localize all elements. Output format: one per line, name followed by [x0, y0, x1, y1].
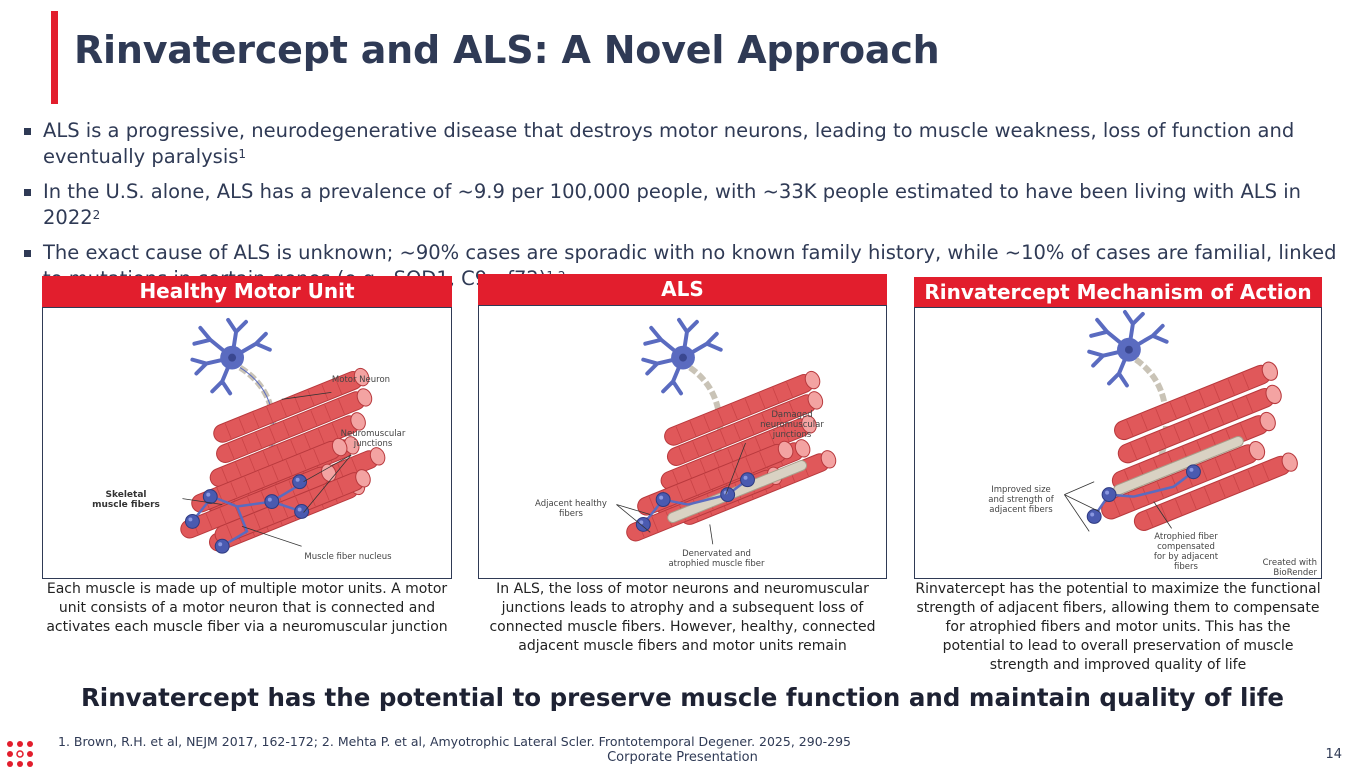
motor-neuron-label: Motor Neuron [331, 375, 391, 385]
bullet-text: In the U.S. alone, ALS has a prevalence … [43, 180, 1301, 229]
healthy-caption: Each muscle is made up of multiple motor… [46, 581, 448, 635]
als-illustration-svg [616, 317, 839, 545]
moa-caption: Rinvatercept has the potential to maximi… [915, 581, 1321, 673]
damaged-nmj-label: Damaged neuromuscular junctions [760, 410, 824, 440]
bullet-superscript: 1 [238, 147, 247, 161]
bullet-text: ALS is a progressive, neurodegenerative … [43, 119, 1295, 168]
muscle-fiber-nucleus-label: Muscle fiber nucleus [304, 552, 392, 562]
bullet-square-icon [24, 189, 31, 196]
footer-label: Corporate Presentation [607, 750, 758, 765]
page-title: Rinvatercept and ALS: A Novel Approach [74, 28, 940, 72]
adjacent-healthy-fibers-label: Adjacent healthy fibers [535, 499, 607, 519]
bullet-superscript: 2 [92, 208, 101, 222]
company-logo-icon [7, 741, 33, 767]
healthy-motor-unit-illustration: Motor Neuron Neuromuscular junctions Ske… [42, 307, 452, 579]
healthy-panel-header: Healthy Motor Unit [42, 276, 452, 307]
improved-fibers-label: Improved size and strength of adjacent f… [988, 485, 1054, 515]
bullet-item: In the U.S. alone, ALS has a prevalence … [22, 179, 1342, 231]
denervated-fiber-label: Denervated and atrophied muscle fiber [668, 549, 765, 569]
moa-panel-header: Rinvatercept Mechanism of Action [914, 277, 1322, 308]
moa-illustration-svg [1064, 309, 1301, 534]
title-accent-bar [51, 11, 58, 104]
conclusion-statement: Rinvatercept has the potential to preser… [80, 683, 1285, 712]
bullet-square-icon [24, 128, 31, 135]
healthy-illustration-svg [177, 317, 388, 555]
biorender-credit: Created with BioRender [1262, 558, 1317, 578]
neuromuscular-junctions-label: Neuromuscular junctions [340, 429, 406, 449]
skeletal-muscle-fibers-label: Skeletal muscle fibers [92, 490, 160, 510]
moa-illustration: Improved size and strength of adjacent f… [914, 307, 1322, 579]
references-footnote: 1. Brown, R.H. et al, NEJM 2017, 162-172… [58, 734, 852, 749]
bullet-item: ALS is a progressive, neurodegenerative … [22, 118, 1342, 170]
als-illustration: Damaged neuromuscular junctions Adjacent… [478, 305, 887, 579]
atrophied-fiber-label: Atrophied fiber compensated for by adjac… [1153, 532, 1219, 572]
als-caption: In ALS, the loss of motor neurons and ne… [489, 581, 876, 654]
page-number: 14 [1325, 747, 1342, 762]
bullet-square-icon [24, 250, 31, 257]
als-panel-header: ALS [478, 274, 887, 305]
